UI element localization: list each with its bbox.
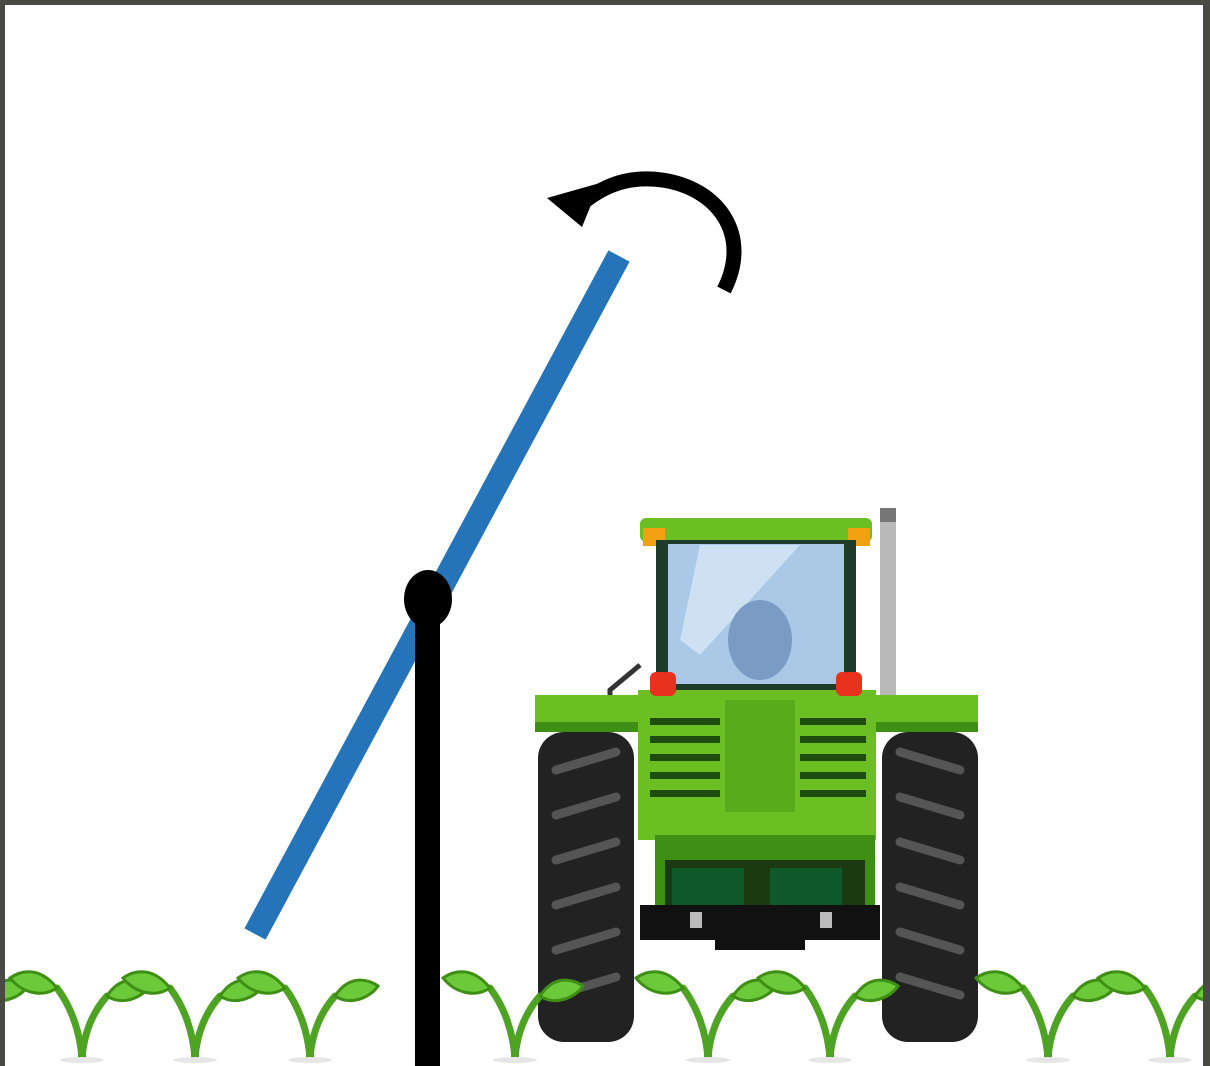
tractor-icon (535, 508, 978, 1042)
seedling-icon (976, 972, 1116, 1063)
seedling-icon (1098, 972, 1210, 1063)
seedling-icon (758, 972, 898, 1063)
pivot-joint (404, 570, 452, 628)
seedling-icon (123, 972, 263, 1063)
seedling-icon (238, 972, 378, 1063)
seedling-icon (636, 972, 776, 1063)
rotation-arrow-icon (547, 179, 734, 290)
